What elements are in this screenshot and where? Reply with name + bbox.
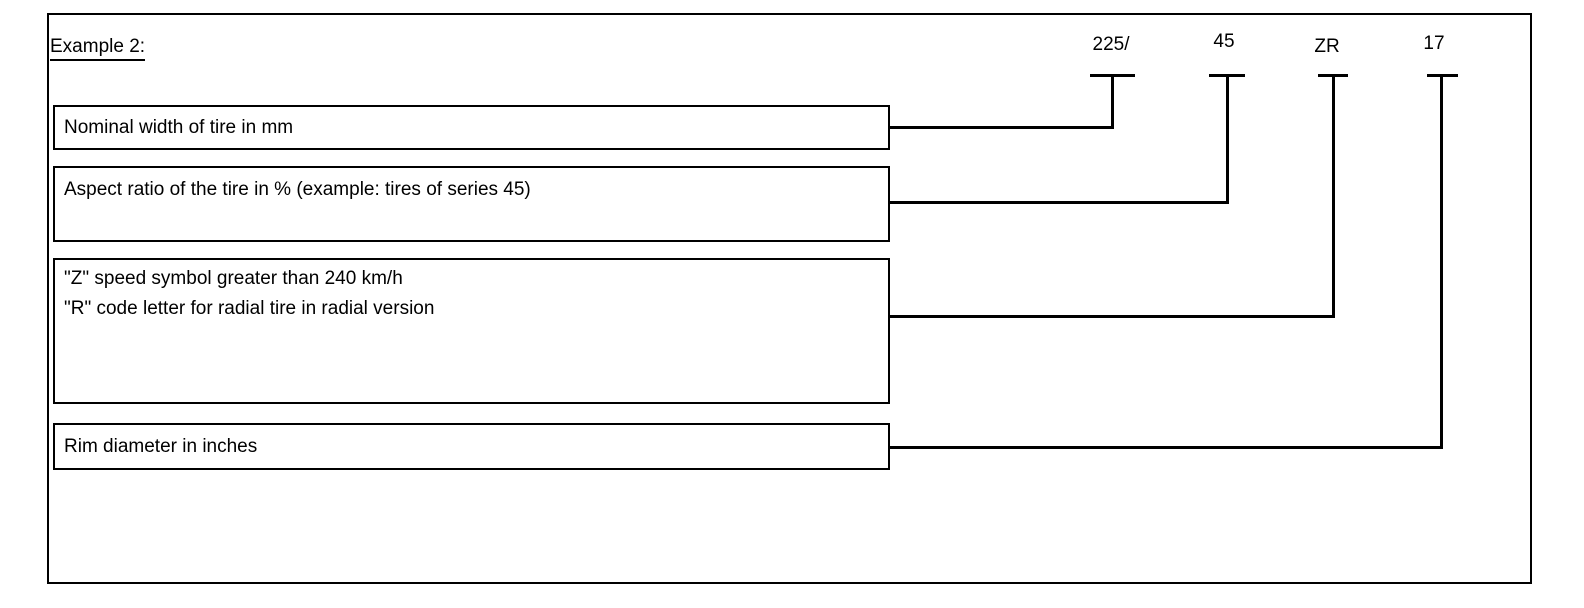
leader-vertical-rim-diameter bbox=[1440, 74, 1443, 449]
label-box-rim-diameter: Rim diameter in inches bbox=[53, 423, 890, 470]
code-part-width: 225/ bbox=[1092, 34, 1130, 55]
label-box-speed-radial: "Z" speed symbol greater than 240 km/h "… bbox=[53, 258, 890, 404]
code-part-aspect-ratio: 45 bbox=[1213, 31, 1235, 52]
connector-aspect-ratio bbox=[888, 201, 1229, 204]
leader-vertical-aspect-ratio bbox=[1226, 74, 1229, 204]
label-radial-code-text: "R" code letter for radial tire in radia… bbox=[64, 298, 435, 319]
label-box-width: Nominal width of tire in mm bbox=[53, 105, 890, 150]
leader-vertical-speed-radial bbox=[1332, 74, 1335, 318]
diagram-border bbox=[47, 13, 1532, 584]
connector-width bbox=[888, 126, 1114, 129]
code-part-rim-diameter: 17 bbox=[1423, 33, 1445, 54]
label-width-text: Nominal width of tire in mm bbox=[64, 116, 294, 138]
leader-vertical-width bbox=[1111, 74, 1114, 129]
label-aspect-ratio-text: Aspect ratio of the tire in % (example: … bbox=[64, 179, 531, 200]
label-speed-symbol-text: "Z" speed symbol greater than 240 km/h bbox=[64, 268, 403, 289]
connector-speed-radial bbox=[888, 315, 1335, 318]
connector-rim-diameter bbox=[888, 446, 1443, 449]
code-part-speed-radial: ZR bbox=[1314, 36, 1340, 57]
diagram-title: Example 2: bbox=[50, 36, 146, 61]
label-box-aspect-ratio: Aspect ratio of the tire in % (example: … bbox=[53, 166, 890, 242]
label-rim-diameter-text: Rim diameter in inches bbox=[64, 435, 258, 457]
